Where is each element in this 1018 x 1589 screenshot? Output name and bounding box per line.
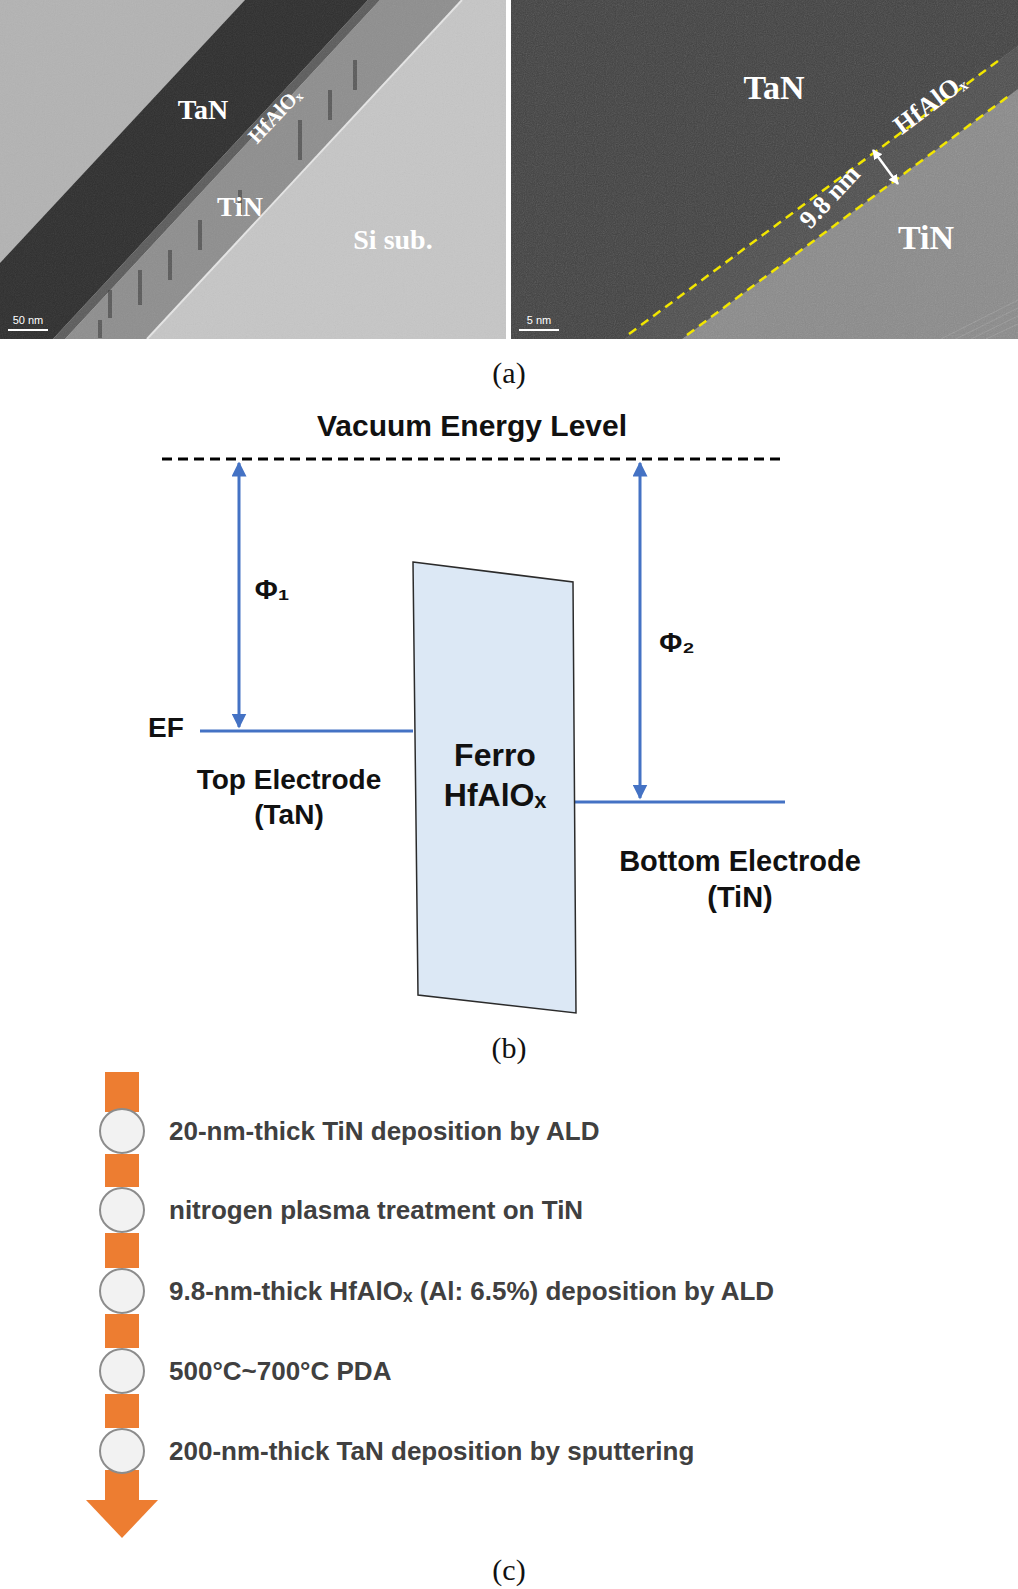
arrow-head xyxy=(86,1500,158,1538)
node-outline xyxy=(99,1108,145,1154)
energy-label: Φ₂ xyxy=(659,627,694,659)
step-circle xyxy=(100,1109,144,1153)
layer-label: HfAlOₓ xyxy=(243,83,307,149)
flow-connector xyxy=(105,1233,139,1268)
layer-label: Si sub. xyxy=(353,224,432,256)
process-step: 9.8-nm-thick HfAlOₓ (Al: 6.5%) depositio… xyxy=(99,1268,145,1314)
node-outline xyxy=(99,1348,145,1394)
step-text: 500°C~700°C PDA xyxy=(169,1356,391,1387)
fermi-level-line xyxy=(573,801,785,804)
panel-caption: (c) xyxy=(492,1553,525,1587)
work-function-arrow xyxy=(639,463,642,798)
scale-bar xyxy=(8,329,48,331)
step-circle xyxy=(100,1269,144,1313)
work-function-arrow xyxy=(238,463,241,727)
fermi-level-line xyxy=(200,730,413,733)
step-text: nitrogen plasma treatment on TiN xyxy=(169,1195,583,1226)
tan-region xyxy=(511,0,1018,339)
flow-connector xyxy=(105,1314,139,1348)
energy-label: EF xyxy=(148,712,184,744)
scale-label: 5 nm xyxy=(527,314,551,326)
tem-image-zoom xyxy=(511,0,1018,339)
process-arrow xyxy=(86,1072,158,1538)
box-text: Ferro HfAlOₓ xyxy=(425,735,565,815)
step-circle xyxy=(100,1429,144,1473)
layer-label: TaN xyxy=(743,69,804,107)
node-outline xyxy=(99,1187,145,1233)
process-step: nitrogen plasma treatment on TiN xyxy=(99,1187,145,1233)
tin-region xyxy=(511,0,1018,339)
image-noise xyxy=(0,0,506,339)
energy-label: Vacuum Energy Level xyxy=(317,409,627,443)
scale-label: 50 nm xyxy=(13,314,44,326)
image-noise xyxy=(511,0,1018,339)
arrow-shaft xyxy=(105,1470,139,1501)
scale-bar xyxy=(519,329,559,331)
arrow-shaft xyxy=(105,1072,139,1112)
thickness-label: 9.8 nm xyxy=(793,159,866,234)
step-circle xyxy=(100,1188,144,1232)
interface-guide xyxy=(629,58,1002,334)
electrode-label: Top Electrode (TaN) xyxy=(169,762,409,832)
panel-caption: (a) xyxy=(492,356,525,390)
process-step: 20-nm-thick TiN deposition by ALD xyxy=(99,1108,145,1154)
layer-label: TiN xyxy=(898,219,954,257)
layer-shape xyxy=(413,562,576,1013)
layer-label: TiN xyxy=(217,191,263,223)
node-outline xyxy=(99,1428,145,1474)
flow-connector xyxy=(105,1394,139,1428)
tem-image-wide xyxy=(0,0,506,339)
thickness-arrow xyxy=(873,150,898,184)
step-circle xyxy=(100,1349,144,1393)
layer-box: Ferro HfAlOₓ xyxy=(410,560,580,1016)
layer-label: HfAlOₓ xyxy=(888,67,972,141)
vacuum-level-line xyxy=(162,458,785,461)
process-step: 500°C~700°C PDA xyxy=(99,1348,145,1394)
step-text: 20-nm-thick TiN deposition by ALD xyxy=(169,1116,599,1147)
step-text: 9.8-nm-thick HfAlOₓ (Al: 6.5%) depositio… xyxy=(169,1276,774,1307)
electrode-label: Bottom Electrode (TiN) xyxy=(590,843,890,916)
panel-caption: (b) xyxy=(492,1031,527,1065)
layer-label: TaN xyxy=(178,94,228,126)
process-step: 200-nm-thick TaN deposition by sputterin… xyxy=(99,1428,145,1474)
flow-connector xyxy=(105,1154,139,1187)
step-text: 200-nm-thick TaN deposition by sputterin… xyxy=(169,1436,694,1467)
interface-guide xyxy=(687,95,1010,335)
energy-label: Φ₁ xyxy=(255,574,290,606)
node-outline xyxy=(99,1268,145,1314)
substrate-region xyxy=(0,0,506,339)
